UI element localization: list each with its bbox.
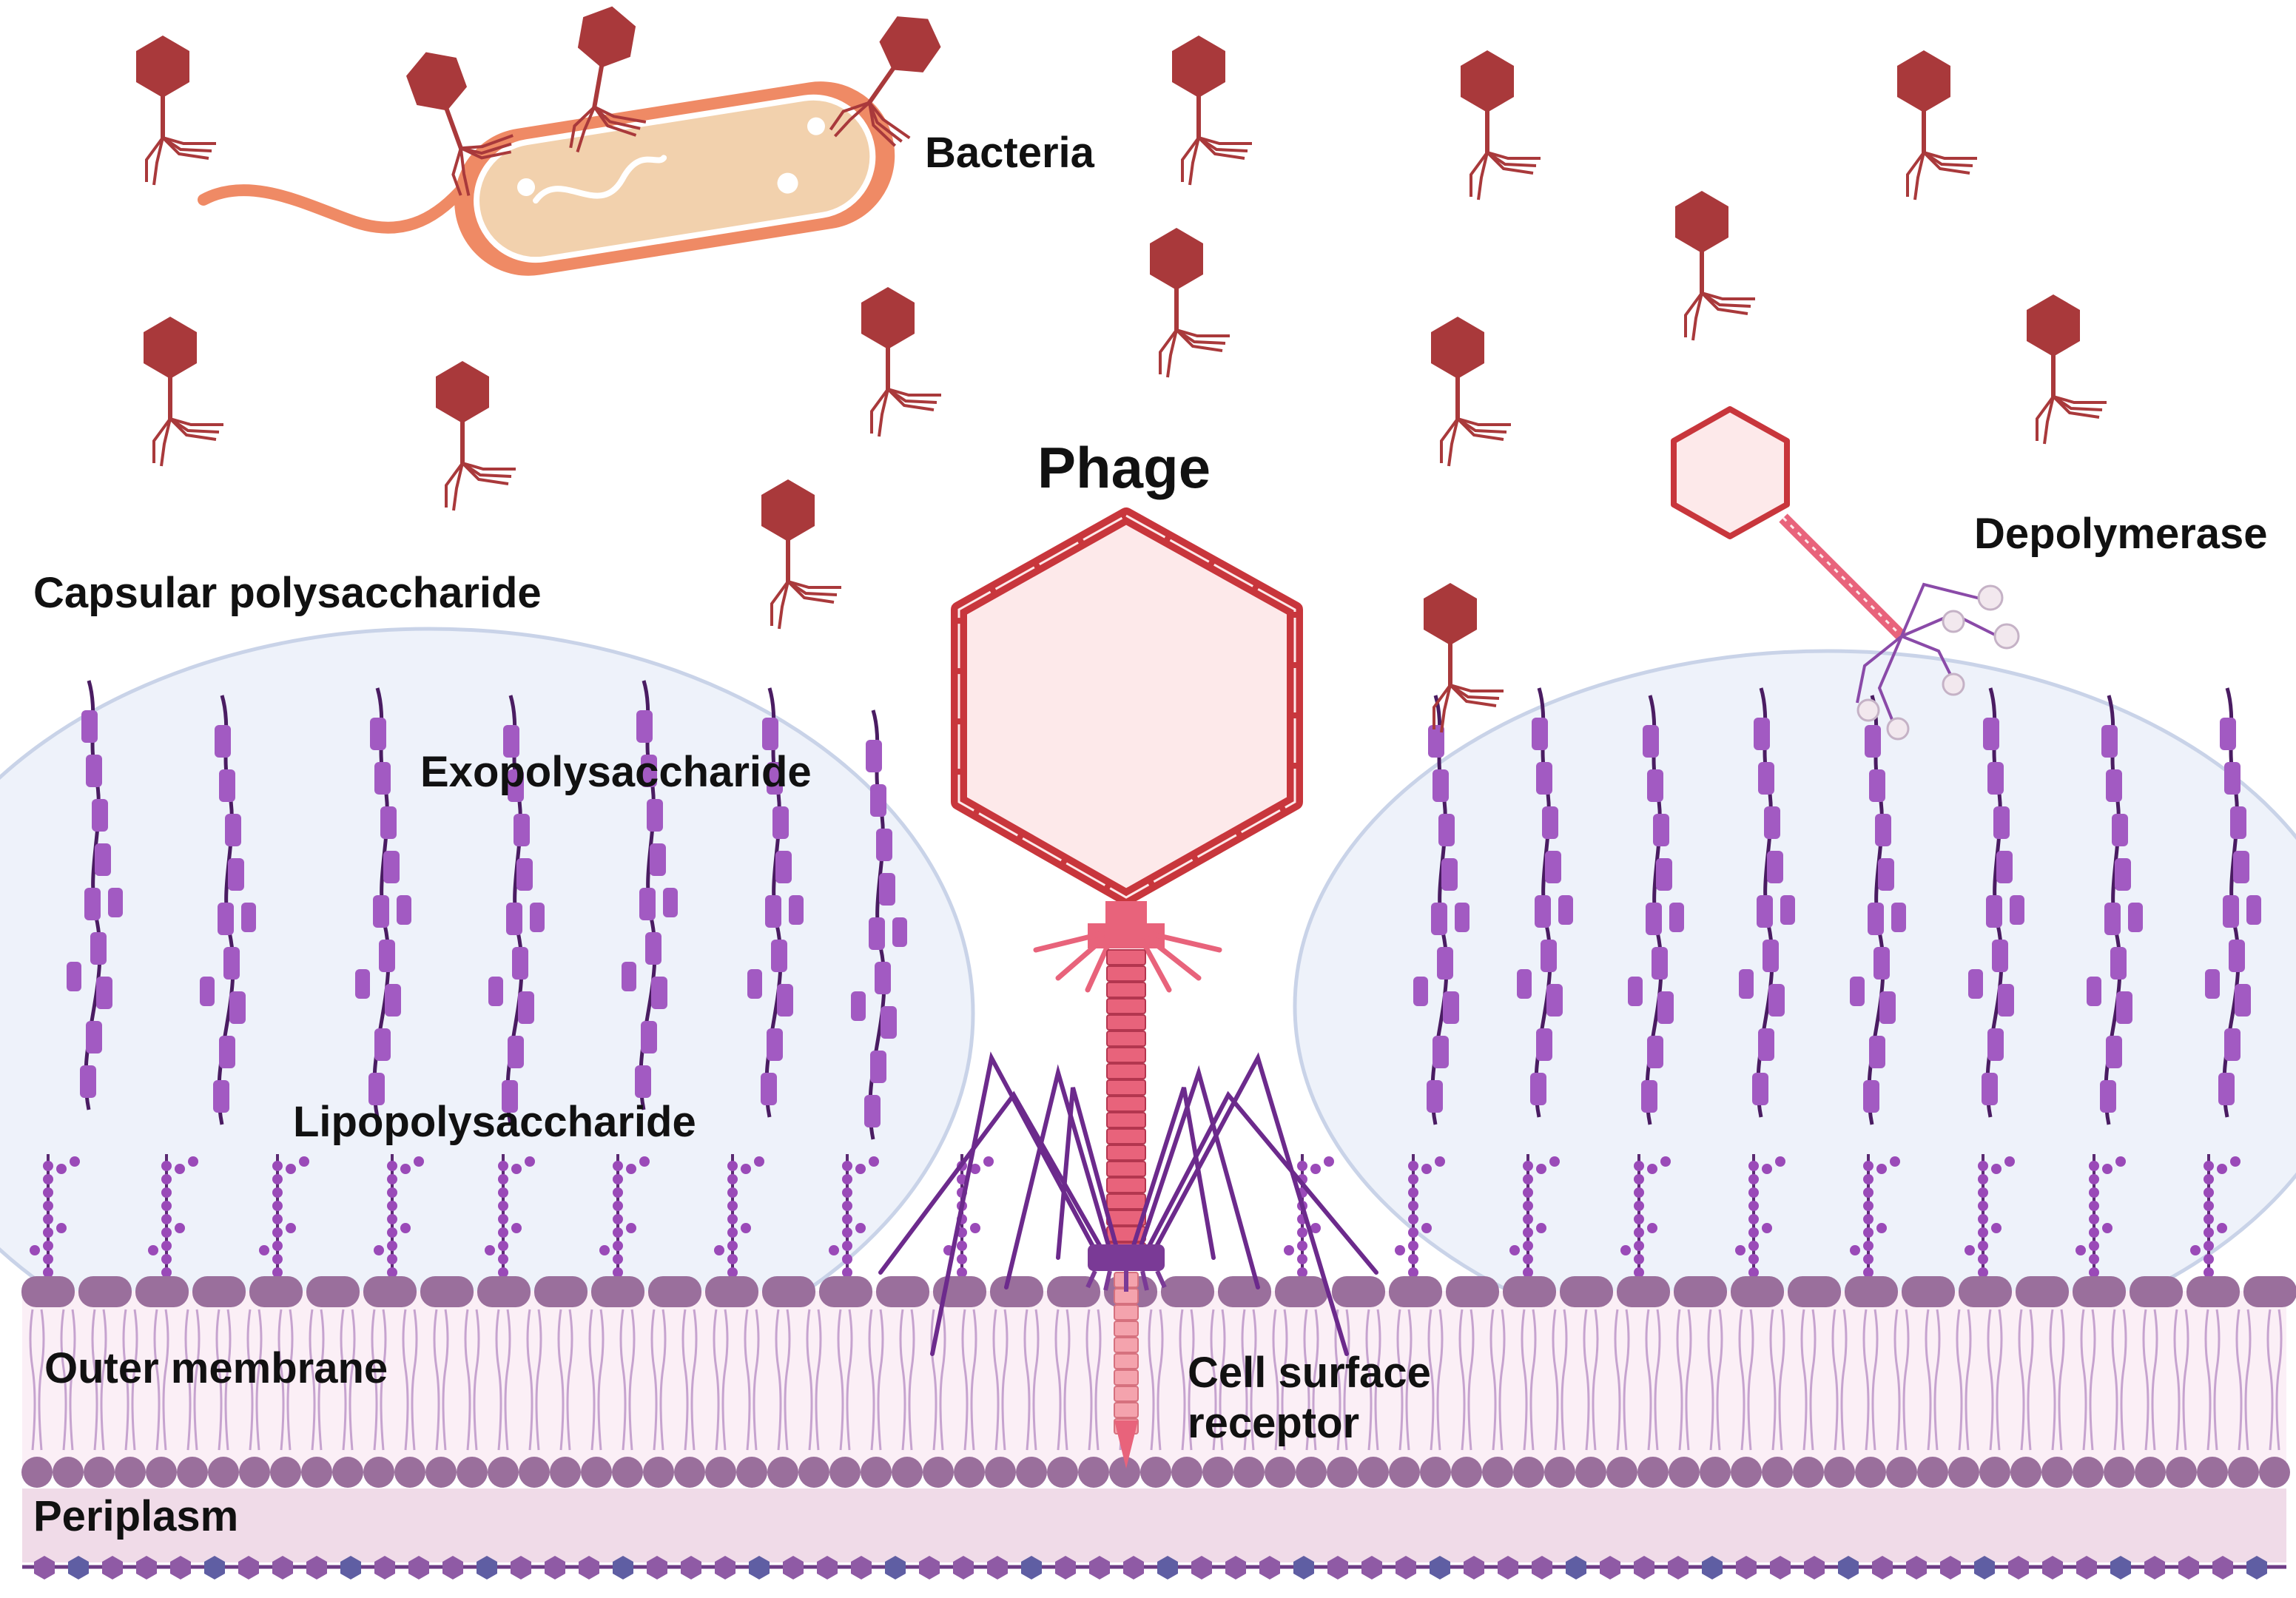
phage-label: Phage <box>1037 435 1211 500</box>
phage-tail <box>1106 949 1146 1469</box>
bacteria-label: Bacteria <box>925 129 1094 177</box>
cell-surface-receptor-label-line1: Cell surface <box>1188 1349 1431 1397</box>
bacteria-illustration <box>198 81 895 276</box>
main-phage <box>878 508 1378 1469</box>
exopolysaccharide-label: Exopolysaccharide <box>420 748 812 796</box>
capsular-polysaccharide-label: Capsular polysaccharide <box>33 569 542 617</box>
outer-membrane-label: Outer membrane <box>44 1344 388 1392</box>
periplasm-layer <box>22 1489 2286 1580</box>
periplasm-label: Periplasm <box>33 1492 239 1540</box>
depolymerase-label: Depolymerase <box>1974 510 2268 558</box>
depolymerase-phage <box>1671 406 2020 741</box>
lipopolysaccharide-label: Lipopolysaccharide <box>293 1098 696 1146</box>
phage-baseplate <box>1085 1244 1167 1292</box>
phage-tail-fibers <box>878 1051 1378 1356</box>
outer-membrane <box>21 1276 2296 1488</box>
cell-surface-receptor-label-line2: receptor <box>1188 1399 1360 1447</box>
phage-collar <box>1033 901 1222 993</box>
